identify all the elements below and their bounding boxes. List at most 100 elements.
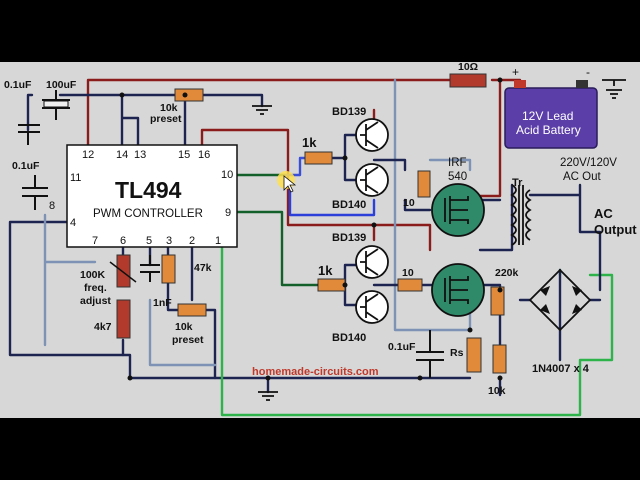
- battery-minus: -: [586, 65, 590, 79]
- resistor-rs: [466, 337, 482, 373]
- wire-pin14-13: [120, 93, 140, 150]
- cap-c5-label: 0.1uF: [388, 341, 416, 353]
- watermark: homemade-circuits.com: [252, 366, 379, 378]
- preset-bottom-label: preset: [172, 334, 204, 346]
- ic-subtitle: PWM CONTROLLER: [93, 208, 203, 220]
- ic-body: [66, 144, 238, 248]
- resistor-1k-top: [304, 151, 333, 165]
- r-47k-label: 47k: [194, 262, 212, 274]
- wire-driver-top: [330, 133, 432, 212]
- adjust-label: adjust: [80, 295, 111, 307]
- preset-10k-top: [174, 88, 204, 102]
- mosfet-label-2: 540: [448, 171, 467, 183]
- transistor-q3: [355, 245, 389, 279]
- r-10k-top-label: 10k: [160, 102, 178, 114]
- pin-4-label: 4: [70, 217, 76, 229]
- pin-6-label: 6: [120, 235, 126, 247]
- wire-pin9: [234, 210, 320, 287]
- transformer-label: Tr: [512, 177, 523, 189]
- pin-10-label: 10: [221, 169, 233, 181]
- ac-output-line-1: AC: [594, 206, 613, 221]
- ac-output-line-2: Output: [594, 222, 637, 237]
- transistor-q2: [355, 163, 389, 197]
- wire-blue-signal: [288, 188, 376, 217]
- r-1k-bottom-label: 1k: [318, 263, 333, 278]
- pin-9-label: 9: [225, 207, 231, 219]
- pin-5-label: 5: [146, 235, 152, 247]
- preset-10k-bottom: [177, 303, 207, 317]
- capacitor-c3: [22, 175, 48, 210]
- wire-light-2: [148, 298, 217, 367]
- preset-top-label: preset: [150, 113, 182, 125]
- pin-13-label: 13: [134, 149, 146, 161]
- r-10k-bottom-label: 10k: [175, 321, 193, 333]
- resistor-4k7: [116, 299, 131, 339]
- r-100k-label: 100K: [80, 269, 106, 281]
- ac-out-line-1: 220V/120V: [560, 157, 617, 169]
- wire-positive-rail: [86, 78, 522, 198]
- capacitor-c2: [42, 90, 70, 120]
- diodes-label: 1N4007 x 4: [532, 363, 590, 375]
- cap-c2-label: 100uF: [46, 79, 77, 91]
- pin-12-label: 12: [82, 149, 94, 161]
- pin-8-label: 8: [49, 200, 55, 212]
- r-rs-label: Rs: [450, 347, 464, 359]
- wire-diode-bridge: [518, 268, 602, 362]
- ac-out-line-2: AC Out: [563, 171, 602, 183]
- cap-c4-label: 1nF: [153, 297, 172, 309]
- battery-body: [504, 87, 598, 149]
- r-10-bottom-label: 10: [402, 267, 414, 279]
- pin-2-label: 2: [189, 235, 195, 247]
- ground-symbol-battery: [602, 79, 626, 99]
- pin-3-label: 3: [166, 235, 172, 247]
- capacitor-c1: [18, 124, 40, 145]
- pin-15-label: 15: [178, 149, 190, 161]
- resistor-220k: [490, 286, 505, 316]
- battery-label-1: 12V Lead: [522, 109, 573, 123]
- preset-100k-arrow: [109, 261, 137, 283]
- resistor-10ohm: [449, 73, 487, 88]
- battery-plus: +: [512, 65, 519, 79]
- r-1k-top-label: 1k: [302, 135, 317, 150]
- capacitor-c5: [416, 330, 444, 378]
- ic-name: TL494: [115, 177, 182, 203]
- transformer-secondary: [525, 189, 532, 241]
- freq-label: freq.: [84, 282, 107, 294]
- wire-driver-bottom: [316, 263, 442, 307]
- cap-c1-label: 0.1uF: [4, 79, 32, 91]
- r-220k-label: 220k: [495, 267, 519, 279]
- transformer-primary: [510, 184, 517, 246]
- battery-terminal-minus: [576, 80, 588, 88]
- r-10-top-label: 10: [403, 197, 415, 209]
- q2-label: BD140: [332, 199, 366, 211]
- capacitor-c4: [140, 255, 160, 282]
- cap-c3-label: 0.1uF: [12, 160, 40, 172]
- ground-symbol-top: [252, 105, 272, 115]
- battery-label-2: Acid Battery: [516, 123, 581, 137]
- r-10k-right-label: 10k: [488, 385, 506, 397]
- r-10ohm-label: 10Ω: [458, 61, 478, 73]
- pin-11-label: 11: [70, 172, 81, 184]
- r-4k7-label: 4k7: [94, 321, 112, 333]
- pin-1-label: 1: [215, 235, 221, 247]
- q1-label: BD139: [332, 106, 366, 118]
- wire-transformer: [478, 183, 602, 292]
- q3-label: BD139: [332, 232, 366, 244]
- ground-symbol-bottom: [258, 391, 278, 401]
- wire-light-4: [428, 158, 472, 172]
- capacitor-c2-body: [43, 100, 69, 108]
- resistor-10-bottom: [397, 278, 423, 292]
- resistor-100k: [116, 254, 131, 288]
- mosfet-label-1: IRF: [448, 157, 467, 169]
- transistor-q4: [355, 290, 389, 324]
- battery-terminal-plus: [514, 80, 526, 88]
- pin-16-label: 16: [198, 149, 210, 161]
- mouse-pointer-icon: [283, 175, 297, 193]
- resistor-1k-bottom: [317, 278, 346, 292]
- transistor-q1: [355, 118, 389, 152]
- resistor-10k-right: [492, 344, 507, 374]
- resistor-47k: [161, 254, 176, 284]
- q4-label: BD140: [332, 332, 366, 344]
- pin-14-label: 14: [116, 149, 128, 161]
